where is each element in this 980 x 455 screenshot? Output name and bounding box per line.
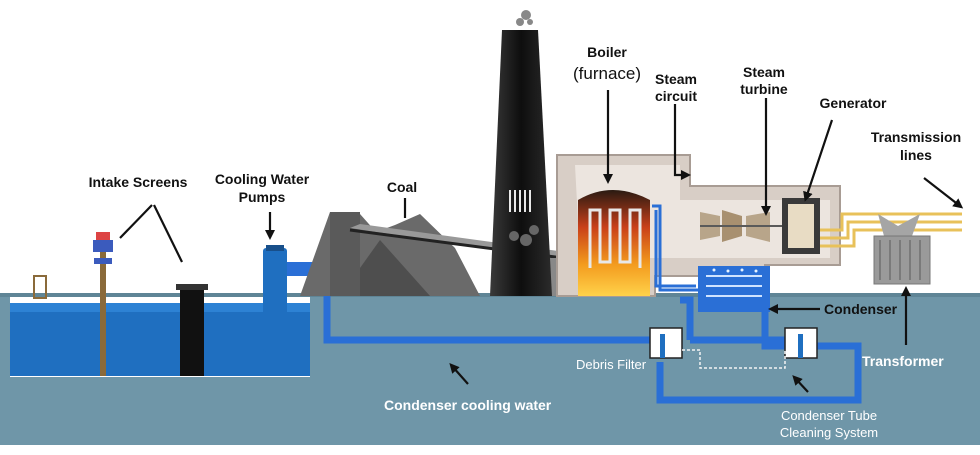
arrow-intake-screens-2 <box>153 204 183 263</box>
steam-turbine <box>700 210 790 242</box>
label-steam-circuit-2: circuit <box>655 88 697 104</box>
label-tube-cleaning-1: Condenser Tube <box>781 408 877 423</box>
label-transmission-1: Transmission <box>871 129 961 145</box>
label-transmission-2: lines <box>900 147 932 163</box>
label-boiler: Boiler <box>587 44 627 60</box>
intake-screen-tower <box>93 232 113 376</box>
label-transformer: Transformer <box>862 353 944 369</box>
label-steam-circuit-1: Steam <box>655 71 697 87</box>
label-coal: Coal <box>387 179 417 195</box>
label-debris-filter: Debris Filter <box>576 357 647 372</box>
label-condenser: Condenser <box>824 301 898 317</box>
transformer <box>873 214 931 285</box>
label-cooling-water-pumps-2: Pumps <box>239 189 286 205</box>
arrow-intake-screens-1 <box>119 204 153 239</box>
arrow-steam-circuit <box>673 104 691 180</box>
label-cooling-water-pumps-1: Cooling Water <box>215 171 310 187</box>
debris-filter-box <box>649 327 683 359</box>
cleaning-loop <box>682 349 786 369</box>
steam-circuit <box>652 204 700 292</box>
label-steam-turbine-1: Steam <box>743 64 785 80</box>
arrow-transmission <box>923 177 964 209</box>
tube-cleaning-box <box>784 327 818 359</box>
intake-basin <box>10 297 310 377</box>
label-intake-screens: Intake Screens <box>89 174 188 190</box>
label-furnace: (furnace) <box>573 64 641 83</box>
chimney <box>490 10 552 296</box>
coal-pile <box>300 212 480 296</box>
arrow-generator <box>803 119 834 202</box>
pier-post <box>33 275 47 299</box>
arrow-tube-cleaning <box>792 375 809 393</box>
pointer-arrows <box>119 90 964 393</box>
label-generator: Generator <box>820 95 887 111</box>
arrow-condenser-cooling-water <box>449 363 469 385</box>
intake-screen-panel <box>176 284 208 376</box>
label-condenser-cooling-water: Condenser cooling water <box>384 397 552 413</box>
generator <box>782 198 820 254</box>
boiler-furnace <box>578 190 650 296</box>
condenser-unit <box>698 266 770 312</box>
label-steam-turbine-2: turbine <box>740 81 788 97</box>
label-tube-cleaning-2: Cleaning System <box>780 425 878 440</box>
